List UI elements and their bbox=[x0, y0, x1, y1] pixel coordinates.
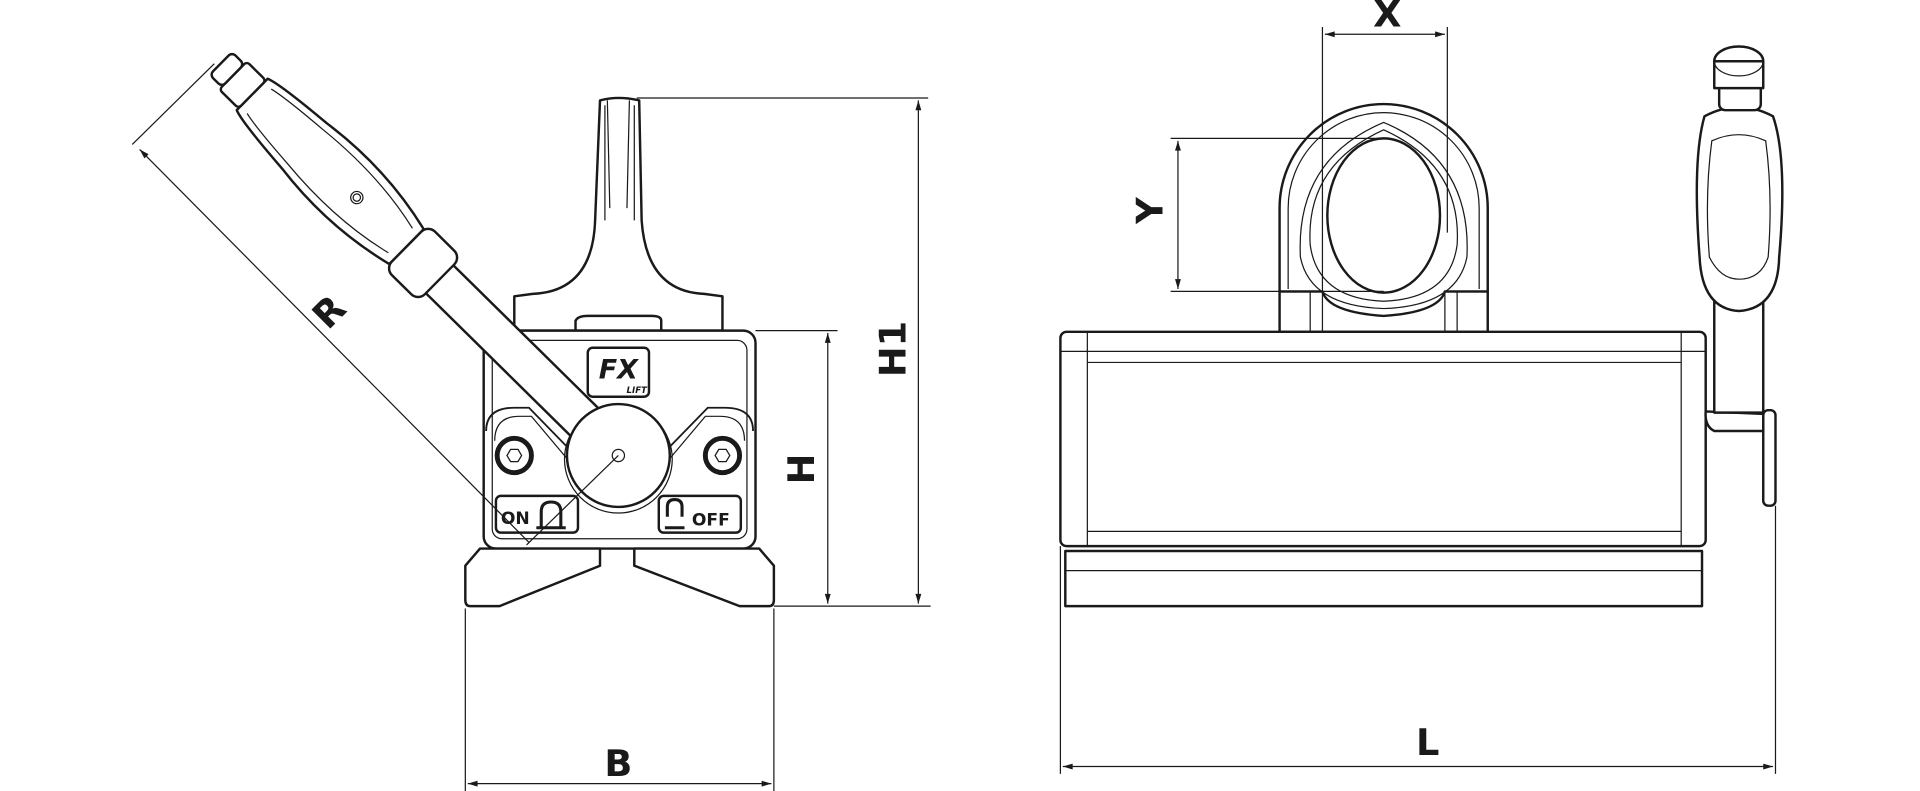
pole-shoe-left bbox=[464, 547, 602, 608]
magnet-on-icon bbox=[536, 500, 566, 530]
logo-sub-text: LIFT bbox=[627, 386, 648, 396]
dim-label-r: R bbox=[304, 287, 354, 337]
crank-handle[interactable] bbox=[1695, 45, 1784, 507]
logo-main-text: FX bbox=[599, 354, 639, 385]
on-indicator: ON bbox=[494, 494, 580, 534]
dim-label-l: L bbox=[1416, 721, 1439, 764]
side-view: FX LIFT ON OFF bbox=[131, 52, 931, 791]
off-label: OFF bbox=[692, 510, 730, 530]
on-label: ON bbox=[501, 509, 530, 529]
dim-label-y: Y bbox=[1129, 197, 1172, 225]
magnet-housing bbox=[1059, 330, 1707, 548]
magnet-off-icon bbox=[664, 498, 685, 530]
dim-label-h: H bbox=[780, 454, 823, 485]
dim-label-h1: H1 bbox=[872, 321, 915, 377]
pivot-point bbox=[611, 448, 626, 463]
screw-right-icon bbox=[702, 435, 743, 476]
off-indicator: OFF bbox=[657, 494, 743, 534]
screw-left-icon bbox=[494, 435, 534, 476]
base-plate bbox=[1064, 549, 1704, 608]
dim-label-x: X bbox=[1373, 0, 1401, 35]
front-view: X Y L bbox=[1059, 0, 1784, 774]
pole-shoe-right bbox=[633, 547, 776, 608]
dim-label-b: B bbox=[604, 742, 632, 785]
fx-lift-logo: FX LIFT bbox=[586, 346, 651, 398]
lifting-ear bbox=[513, 96, 724, 332]
